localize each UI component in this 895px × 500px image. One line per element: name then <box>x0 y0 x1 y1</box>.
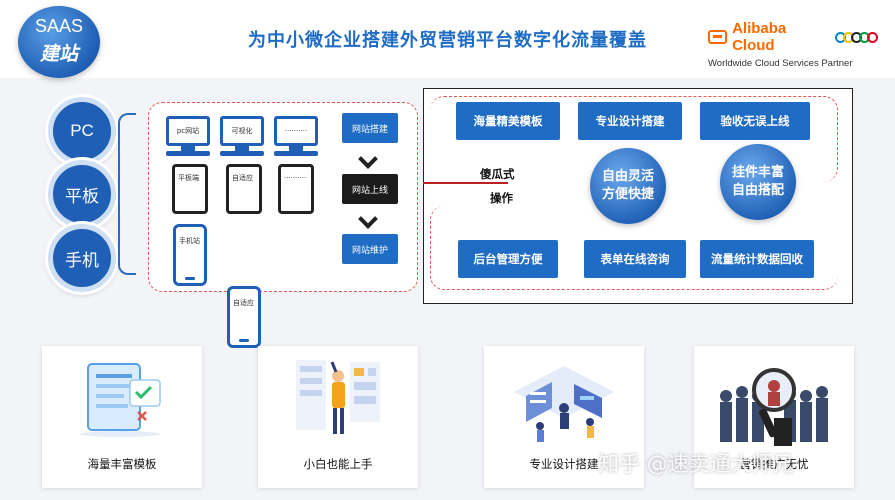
monitor-pc-label: pc网站 <box>166 116 210 146</box>
card-beginner: 小白也能上手 <box>258 346 418 488</box>
card-design-label: 专业设计搭建 <box>529 457 599 471</box>
logo-brand: Alibaba Cloud <box>732 20 787 54</box>
step-maintain: 网站维护 <box>342 234 398 264</box>
features-top-dash <box>430 96 838 182</box>
monitor-visual-label: 可视化 <box>220 116 264 146</box>
step-launch: 网站上线 <box>342 174 398 204</box>
monitor-more-label: ·········· <box>274 116 318 146</box>
document-icon <box>80 363 161 437</box>
device-pc: PC <box>48 97 116 165</box>
feature-form: 表单在线咨询 <box>584 240 686 278</box>
monitor-pc: pc网站 <box>166 116 210 156</box>
feature-design: 专业设计搭建 <box>578 102 682 140</box>
features-bottom-dash <box>430 206 838 290</box>
card-templates-label: 海量丰富模板 <box>87 457 157 471</box>
device-phone: 手机 <box>48 224 116 292</box>
monitor-more: ·········· <box>274 116 318 156</box>
alibaba-cloud-logo: Alibaba Cloud Worldwide Cloud Services P… <box>708 20 878 69</box>
feature-launch: 验收无误上线 <box>700 102 810 140</box>
tablet-label-2: 自适应 <box>226 164 262 214</box>
badge-line1: SAAS <box>34 16 84 36</box>
card-design: 专业设计搭建 <box>484 346 644 488</box>
isometric-team-icon <box>514 366 614 442</box>
feature-templates: 海量精美模板 <box>456 102 560 140</box>
device-bracket <box>118 113 136 275</box>
tablet-label-3: ·········· <box>278 164 314 214</box>
alibaba-bracket-icon <box>708 30 728 44</box>
logo-subtitle: Worldwide Cloud Services Partner <box>708 58 853 69</box>
olympic-rings-icon <box>835 31 878 43</box>
magnifier-crowd-icon <box>720 368 828 446</box>
card-marketing: 营销推广无忧 <box>694 346 854 488</box>
saas-badge: SAAS 建站 <box>18 6 100 78</box>
monitor-visual: 可视化 <box>220 116 264 156</box>
phone-label-1: 手机站 <box>173 224 207 286</box>
note-line2: 操作 <box>490 191 513 205</box>
card-beginner-label: 小白也能上手 <box>303 457 373 471</box>
device-tablet: 平板 <box>48 160 116 228</box>
header-band <box>0 0 895 78</box>
card-templates: 海量丰富模板 <box>42 346 202 488</box>
badge-line2: 建站 <box>39 43 78 65</box>
card-marketing-label: 营销推广无忧 <box>739 457 809 471</box>
page-title: 为中小微企业搭建外贸营销平台数字化流量覆盖 <box>248 30 647 51</box>
note-line1: 傻瓜式 <box>480 167 515 181</box>
step-build: 网站搭建 <box>342 113 398 143</box>
person-board-icon <box>296 360 380 434</box>
watermark: 知乎 @速卖通大师兄 <box>598 452 794 476</box>
panel-divider <box>423 182 508 184</box>
tablet-label-1: 平板端 <box>172 164 208 214</box>
circle-flexible: 自由灵活 方便快捷 <box>590 148 666 224</box>
circle-widgets: 挂件丰富 自由搭配 <box>720 144 796 220</box>
phone-label-2: 自适应 <box>227 286 261 348</box>
feature-admin: 后台管理方便 <box>458 240 558 278</box>
feature-analytics: 流量统计数据回收 <box>700 240 814 278</box>
